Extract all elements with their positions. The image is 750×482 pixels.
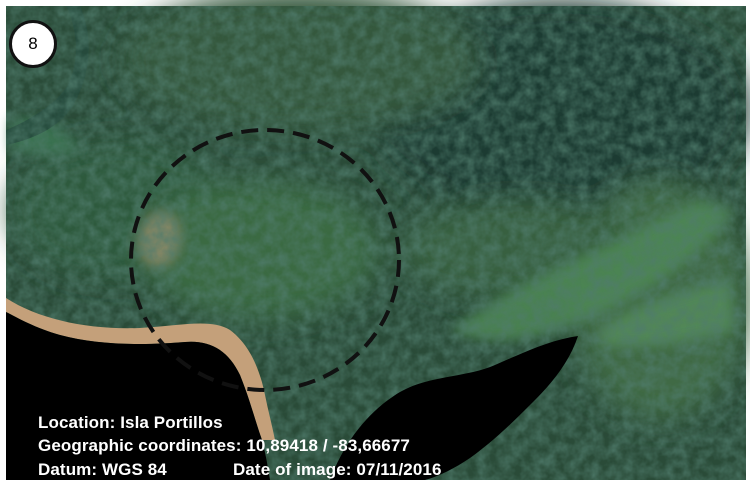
panel-number-badge: 8 xyxy=(9,20,57,68)
caption-date: Date of image: 07/11/2016 xyxy=(233,460,442,479)
river-bank xyxy=(6,298,275,440)
area-marker-circle xyxy=(129,128,401,392)
caption-location: Location: Isla Portillos xyxy=(38,413,223,432)
panel-number: 8 xyxy=(28,34,38,53)
caption-coordinates: Geographic coordinates: 10,89418 / -83,6… xyxy=(38,436,410,455)
caption-datum: Datum: WGS 84 xyxy=(38,460,167,479)
water-right xyxy=(330,336,578,480)
water-left xyxy=(6,312,270,480)
